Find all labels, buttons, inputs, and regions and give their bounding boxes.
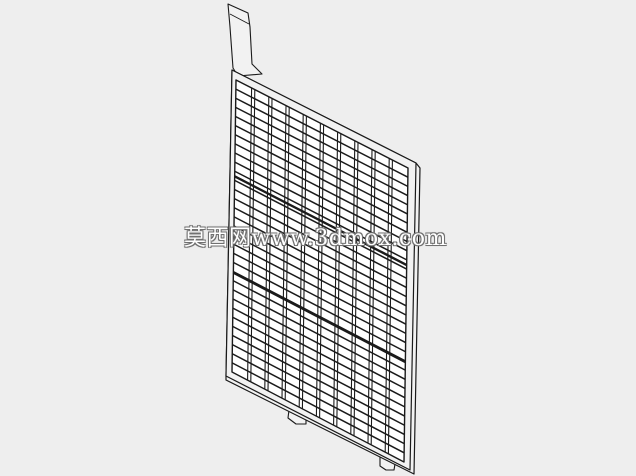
grid-slat-horizontal: [232, 325, 405, 417]
grille-panel-model: [225, 3, 421, 475]
grid-slat-horizontal: [234, 134, 408, 224]
grid-slat-horizontal: [232, 289, 406, 380]
grid-slat-horizontal: [234, 197, 407, 289]
grid-slat-horizontal: [232, 298, 406, 390]
grid-slat-horizontal: [235, 115, 408, 206]
grid-slat-horizontal: [232, 343, 405, 436]
grid-slat-horizontal: [233, 225, 407, 316]
tab-edge-line: [229, 13, 250, 25]
grid-rib: [232, 271, 406, 364]
grid-slat-horizontal: [233, 252, 406, 344]
grid-slat-horizontal: [234, 143, 408, 233]
grid-slat-horizontal: [235, 124, 408, 215]
grid-slat-horizontal: [234, 179, 407, 270]
grid-slat-horizontal: [231, 362, 405, 454]
grid-slat-horizontal: [232, 334, 405, 426]
grid-slat-horizontal: [234, 170, 408, 261]
top-tab: [227, 3, 263, 77]
grid-slat-horizontal: [235, 97, 409, 188]
grid-slat-horizontal: [233, 207, 407, 298]
grid-slat-horizontal: [233, 234, 407, 325]
grid-rib: [234, 175, 408, 267]
grid-slat-horizontal: [234, 188, 407, 279]
grid-slat-horizontal: [235, 88, 409, 178]
grid-slat-horizontal: [234, 152, 408, 243]
grid-slat-horizontal: [233, 216, 407, 307]
grid-slat-horizontal: [231, 353, 405, 445]
grid-slat-horizontal: [232, 316, 406, 408]
grid-slat-horizontal: [232, 280, 406, 371]
grid-slat-horizontal: [235, 106, 408, 197]
grid-slat-horizontal: [233, 261, 406, 353]
grid-slat-horizontal: [234, 161, 408, 252]
grid-slat-horizontal: [232, 307, 406, 399]
grid-slat-horizontal: [233, 243, 407, 335]
